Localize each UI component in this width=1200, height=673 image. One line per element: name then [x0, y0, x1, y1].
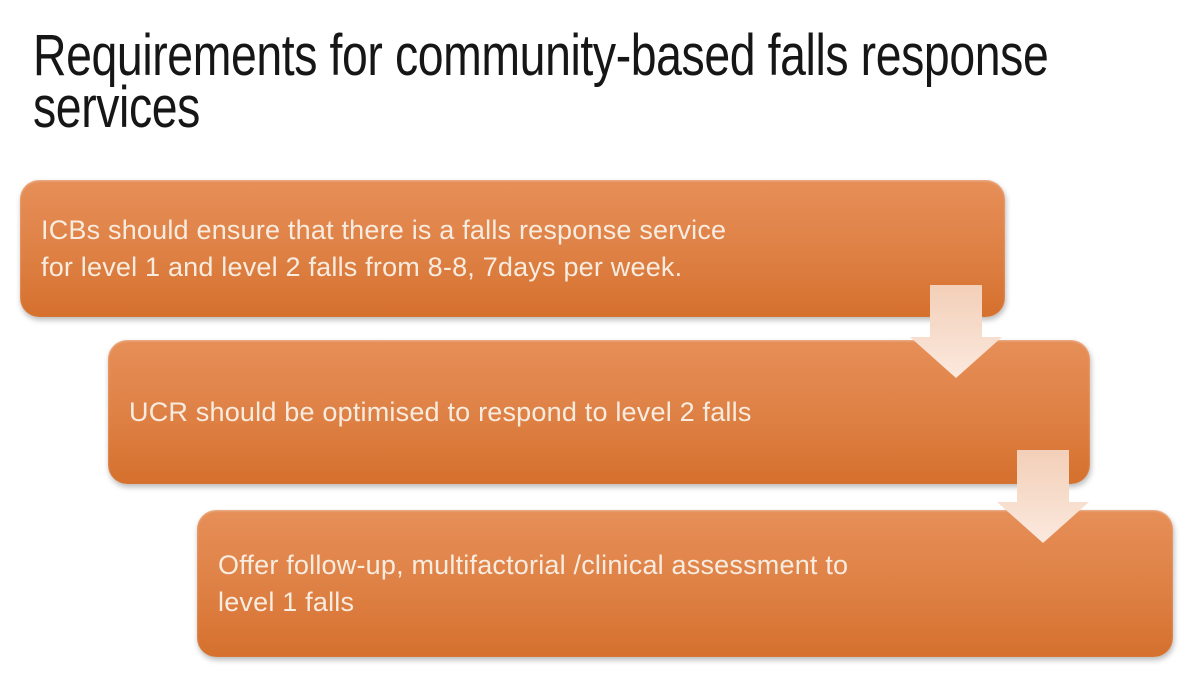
- down-arrow-icon: [910, 285, 1002, 378]
- down-arrow-icon: [997, 450, 1089, 543]
- flow-box-2: UCR should be optimised to respond to le…: [108, 340, 1090, 484]
- flow-box-2-text: UCR should be optimised to respond to le…: [129, 396, 752, 427]
- flow-box-1-text: ICBs should ensure that there is a falls…: [41, 214, 727, 282]
- flow-box-3: Offer follow-up, multifactorial /clinica…: [197, 510, 1173, 657]
- flow-box-1: ICBs should ensure that there is a falls…: [20, 180, 1005, 317]
- flow-box-3-text: Offer follow-up, multifactorial /clinica…: [218, 549, 849, 617]
- slide-title: Requirements for community-based falls r…: [33, 23, 1049, 140]
